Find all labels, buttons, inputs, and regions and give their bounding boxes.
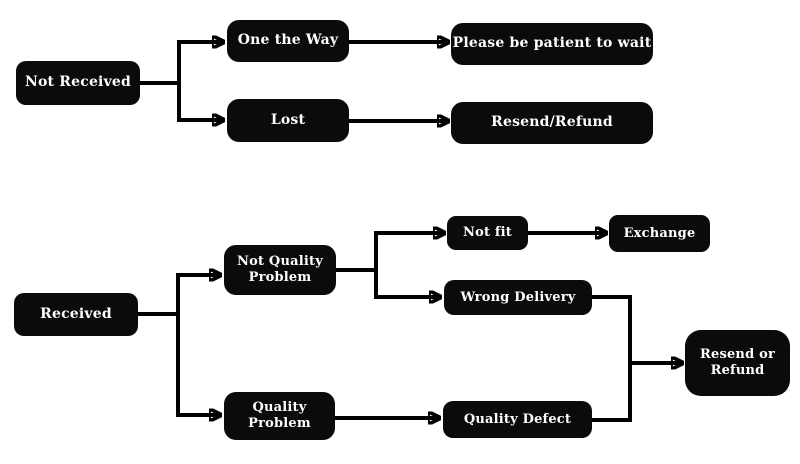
node-label: Quality Problem bbox=[248, 400, 311, 431]
edge-not-received-to-lost bbox=[177, 83, 225, 120]
node-label: Not Received bbox=[25, 74, 131, 91]
edge-received-to-quality-problem bbox=[176, 314, 222, 415]
edge-quality-defect-to-merge bbox=[592, 363, 632, 422]
node-quality-problem: Quality Problem bbox=[224, 392, 335, 440]
edge-not-quality-problem-to-not-fit bbox=[336, 233, 446, 272]
node-label: Resend/Refund bbox=[491, 114, 613, 131]
edge-wrong-delivery-to-resend-or-refund bbox=[592, 295, 684, 363]
node-label: Received bbox=[40, 305, 112, 322]
node-one-the-way: One the Way bbox=[227, 20, 349, 62]
node-resend-refund: Resend/Refund bbox=[451, 102, 653, 144]
node-label: Resend or Refund bbox=[699, 347, 776, 378]
node-label: Exchange bbox=[623, 225, 696, 241]
node-please-be-patient: Please be patient to wait bbox=[451, 23, 653, 65]
node-label: Wrong Delivery bbox=[460, 289, 576, 305]
node-label: Lost bbox=[270, 111, 306, 128]
node-lost: Lost bbox=[227, 99, 349, 142]
node-not-received: Not Received bbox=[16, 61, 140, 105]
node-not-quality-problem: Not Quality Problem bbox=[224, 245, 336, 295]
node-quality-defect: Quality Defect bbox=[443, 401, 592, 438]
node-label: Not Quality Problem bbox=[237, 254, 323, 285]
node-wrong-delivery: Wrong Delivery bbox=[444, 280, 592, 315]
node-resend-or-refund: Resend or Refund bbox=[685, 330, 790, 396]
edge-not-received-to-one-the-way bbox=[140, 42, 225, 85]
node-label: Quality Defect bbox=[463, 411, 572, 427]
node-exchange: Exchange bbox=[609, 215, 710, 252]
node-label: One the Way bbox=[237, 32, 339, 49]
edge-not-quality-problem-to-wrong-delivery bbox=[374, 270, 442, 297]
node-label: Please be patient to wait bbox=[452, 35, 652, 52]
node-received: Received bbox=[14, 293, 138, 336]
edge-received-to-not-quality-problem bbox=[138, 275, 222, 316]
node-label: Not fit bbox=[462, 225, 513, 241]
node-not-fit: Not fit bbox=[447, 216, 528, 250]
